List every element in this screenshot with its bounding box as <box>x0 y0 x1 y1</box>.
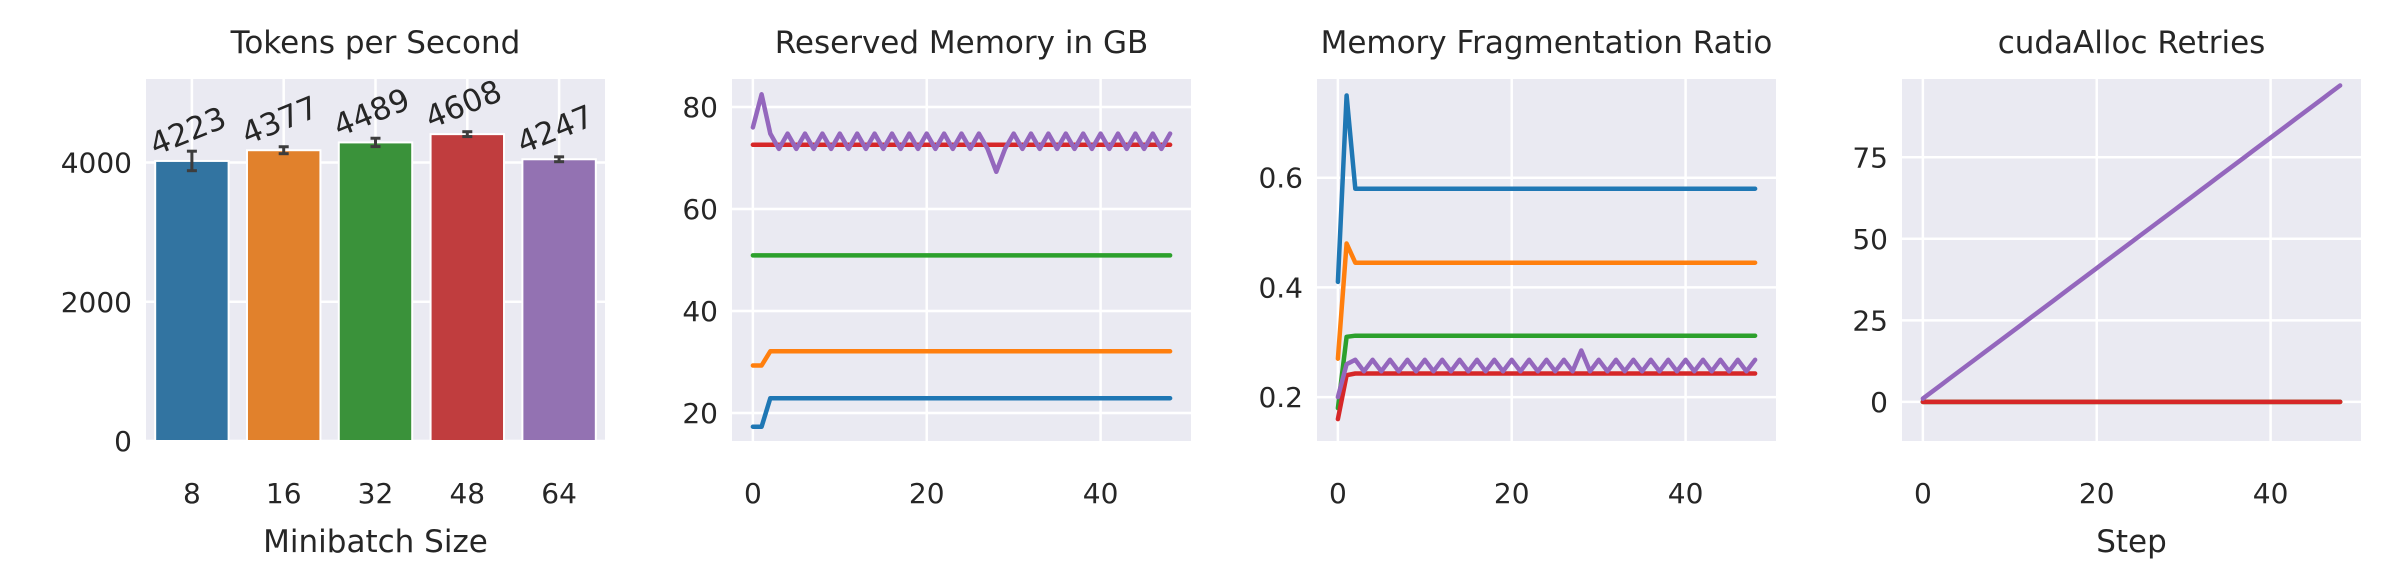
chart-title: cudaAlloc Retries <box>1998 25 2266 61</box>
y-tick-label: 0.4 <box>1258 271 1303 304</box>
x-tick-label: 40 <box>1668 477 1704 510</box>
y-tick-label: 40 <box>682 295 718 328</box>
bar-16 <box>245 149 322 442</box>
chart-title: Reserved Memory in GB <box>775 25 1148 61</box>
x-tick-label: 48 <box>449 477 485 510</box>
x-tick-label: 40 <box>2253 477 2289 510</box>
chart-panel-1: 20 40 60 80 0 20 40 Reserved Memory in GB <box>682 25 1191 510</box>
series-line-4 <box>1335 348 1758 400</box>
chart-title: Memory Fragmentation Ratio <box>1321 25 1773 61</box>
x-tick-label: 64 <box>541 477 577 510</box>
x-axis-label: Step <box>2096 524 2167 560</box>
x-tick-label: 0 <box>1329 477 1347 510</box>
bar-48 <box>429 133 506 443</box>
y-tick-label: 0.6 <box>1258 162 1303 195</box>
x-axis-label: Minibatch Size <box>263 524 488 560</box>
bar-8 <box>154 159 230 442</box>
x-tick-label: 40 <box>1083 477 1119 510</box>
y-tick-label: 75 <box>1852 141 1888 174</box>
x-tick-label: 0 <box>1914 477 1932 510</box>
series-line-1 <box>750 349 1173 368</box>
series-line-3 <box>1335 371 1758 422</box>
y-tick-label: 0 <box>114 425 132 458</box>
series-line-0 <box>1335 93 1758 285</box>
y-tick-label: 20 <box>682 397 718 430</box>
series-line-1 <box>1335 241 1758 361</box>
y-tick-label: 4000 <box>61 147 132 180</box>
series-line-4 <box>1920 83 2343 401</box>
y-tick-label: 80 <box>682 91 718 124</box>
x-tick-label: 8 <box>183 477 201 510</box>
x-tick-label: 0 <box>744 477 762 510</box>
series-line-2 <box>1335 333 1758 411</box>
series-line-4 <box>750 92 1173 175</box>
bar-32 <box>337 141 414 442</box>
y-tick-label: 50 <box>1852 223 1888 256</box>
series-line-0 <box>750 395 1173 429</box>
x-tick-label: 16 <box>266 477 302 510</box>
y-tick-label: 25 <box>1852 304 1888 337</box>
y-tick-label: 0 <box>1870 386 1888 419</box>
plot-background <box>1317 79 1776 441</box>
chart-panel-2: 0.2 0.4 0.6 0 20 40 Memory Fragmentation Ratio <box>1258 25 1776 510</box>
x-tick-label: 20 <box>909 477 945 510</box>
bar-64 <box>521 158 597 442</box>
y-tick-label: 60 <box>682 193 718 226</box>
plot-background <box>1902 79 2361 441</box>
x-tick-label: 20 <box>2079 477 2115 510</box>
y-tick-label: 2000 <box>61 286 132 319</box>
y-tick-label: 0.2 <box>1258 381 1303 414</box>
x-tick-label: 20 <box>1494 477 1530 510</box>
chart-title: Tokens per Second <box>230 25 521 61</box>
x-tick-label: 32 <box>358 477 394 510</box>
